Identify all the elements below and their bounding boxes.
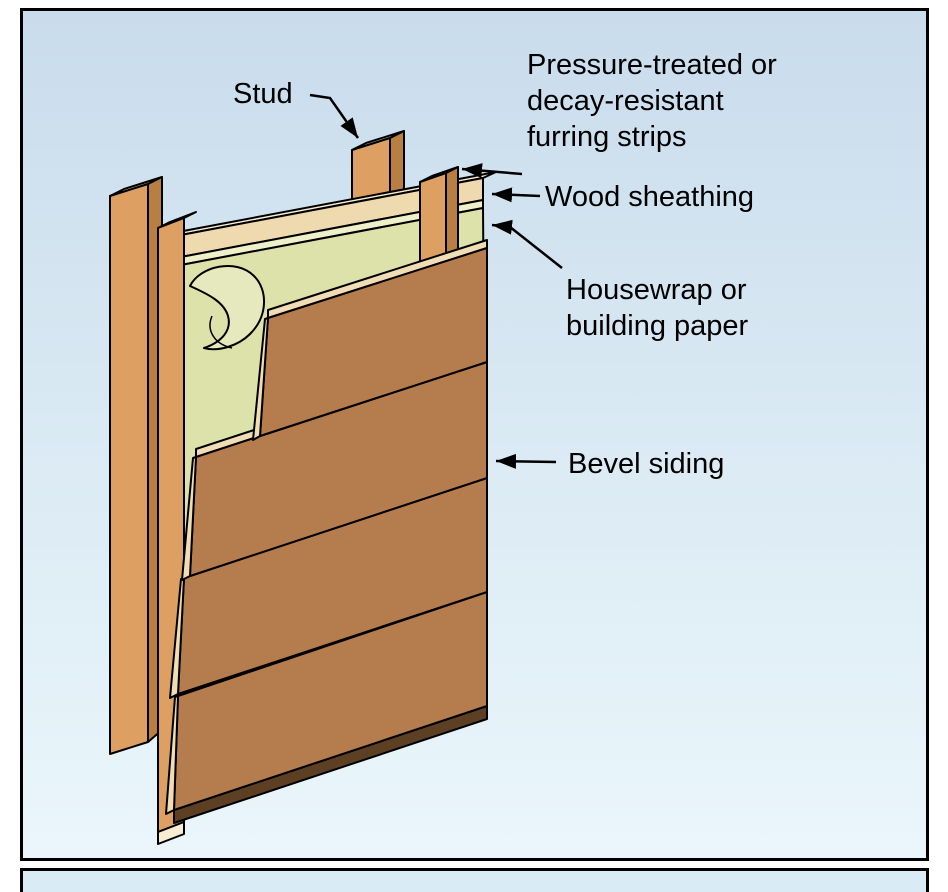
label-wood-sheathing: Wood sheathing [545,181,755,213]
housewrap-arrow [491,219,563,269]
left-stud-front-face [109,183,149,755]
label-furring-line1: Pressure-treated or [527,49,777,81]
label-furring-strips: Pressure-treated or decay-resistant furr… [527,47,777,155]
label-furring-line2: decay-resistant [527,85,724,117]
bevel-siding [165,239,488,824]
siding-board1-end-wedge [252,317,269,441]
label-stud: Stud [233,78,293,110]
siding-board2-end-wedge [181,456,197,581]
label-bevel-siding: Bevel siding [568,448,725,480]
stud-arrow [309,93,360,139]
callout-arrows [309,93,563,469]
bevel-siding-arrow [495,453,557,469]
housewrap-curl-roll-line [209,315,233,349]
label-furring-line3: furring strips [527,121,687,153]
next-figure-frame-edge [20,868,929,892]
sheathing-arrow [491,187,541,203]
left-furring-bottom-end [157,821,185,845]
label-housewrap-line2: building paper [566,310,749,342]
label-housewrap: Housewrap or building paper [566,272,748,344]
housewrap-curled-corner [189,264,266,351]
siding-board4-end-wedge [165,695,179,815]
label-housewrap-line1: Housewrap or [566,274,747,306]
furring-arrow [461,163,523,179]
